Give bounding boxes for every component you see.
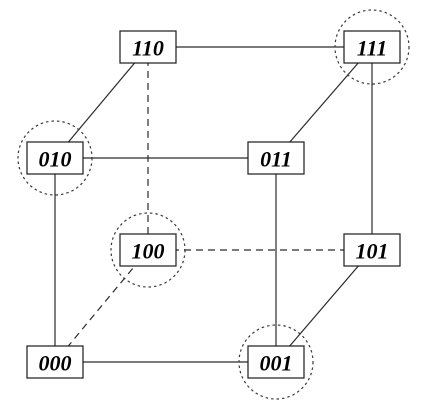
node-halo-010 <box>17 120 93 196</box>
node-label: 110 <box>132 36 164 61</box>
node-label: 000 <box>39 351 72 376</box>
node-label: 101 <box>356 239 389 264</box>
node-110: 110 <box>119 30 177 64</box>
node-halo-001 <box>238 324 314 400</box>
node-halo-100 <box>110 212 186 288</box>
node-label: 111 <box>357 36 388 61</box>
node-box <box>247 345 305 379</box>
halos-layer <box>17 9 410 400</box>
node-box <box>247 141 305 175</box>
node-box <box>26 141 84 175</box>
node-000: 000 <box>26 345 84 379</box>
node-010: 010 <box>26 141 84 175</box>
node-101: 101 <box>343 233 401 267</box>
node-label: 001 <box>260 351 293 376</box>
node-001: 001 <box>247 345 305 379</box>
node-111: 111 <box>343 30 401 64</box>
node-label: 100 <box>132 239 165 264</box>
node-halo-111 <box>334 9 410 85</box>
node-box <box>119 233 177 267</box>
edge-101-001 <box>275 249 373 363</box>
node-100: 100 <box>119 233 177 267</box>
nodes-layer: 000 001 010 011 100 101 110 111 <box>26 30 401 379</box>
edge-110-010 <box>54 46 149 159</box>
node-box <box>343 233 401 267</box>
edge-111-011 <box>275 46 373 159</box>
node-label: 010 <box>39 147 72 172</box>
node-box <box>343 30 401 64</box>
node-011: 011 <box>247 141 305 175</box>
edges-layer <box>54 46 373 363</box>
node-box <box>26 345 84 379</box>
edge-100-000 <box>54 249 149 363</box>
node-box <box>119 30 177 64</box>
node-label: 011 <box>260 147 292 172</box>
